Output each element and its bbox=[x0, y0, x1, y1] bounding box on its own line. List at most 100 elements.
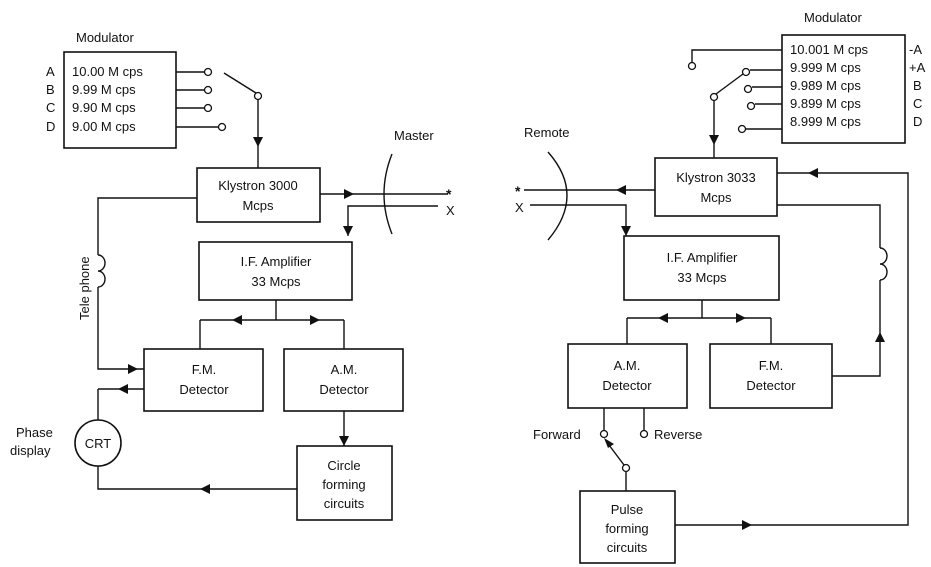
arrow-icon bbox=[253, 137, 263, 147]
master-klystron-label: Mcps bbox=[242, 198, 274, 213]
arrow-icon bbox=[343, 226, 353, 236]
telephone-coil bbox=[879, 247, 888, 281]
master-modulator-box bbox=[63, 51, 177, 149]
switch-pivot bbox=[709, 92, 719, 102]
master-fm-detector-label: Detector bbox=[179, 382, 229, 397]
selector-switch-arm bbox=[223, 72, 257, 94]
remote-modulator-box bbox=[781, 34, 906, 144]
master-antenna-dish bbox=[383, 153, 393, 235]
switch-terminal bbox=[639, 429, 649, 439]
master-if-amplifier-label: 33 Mcps bbox=[251, 274, 301, 289]
selector-switch-arm bbox=[715, 73, 744, 95]
arrow-icon bbox=[118, 384, 128, 394]
pulse-forming-label: forming bbox=[605, 521, 648, 536]
circle-forming-box bbox=[296, 445, 393, 521]
arrow-icon bbox=[200, 484, 210, 494]
remote-modulator-title: Modulator bbox=[804, 10, 862, 25]
switch-terminal bbox=[737, 124, 747, 134]
arrow-icon bbox=[621, 226, 631, 236]
remote-if-amplifier-label: I.F. Amplifier bbox=[667, 250, 738, 265]
arrow-icon bbox=[604, 438, 614, 448]
master-channel-letter: B bbox=[46, 82, 55, 97]
phase-display-label: Phase bbox=[16, 425, 53, 440]
switch-terminal bbox=[746, 101, 756, 111]
master-channel-letter: D bbox=[46, 119, 55, 134]
arrow-icon bbox=[128, 364, 138, 374]
remote-klystron-box bbox=[654, 157, 778, 217]
master-fm-detector-label: F.M. bbox=[192, 362, 217, 377]
switch-terminal bbox=[203, 103, 213, 113]
switch-pivot bbox=[253, 91, 263, 101]
switch-terminal bbox=[599, 429, 609, 439]
circle-forming-label: circuits bbox=[324, 496, 365, 511]
arrow-icon bbox=[616, 185, 626, 195]
arrow-icon bbox=[344, 189, 354, 199]
remote-channel-letter: -A bbox=[909, 42, 922, 57]
remote-channel-freq: 8.999 M cps bbox=[790, 114, 861, 129]
arrow-icon bbox=[310, 315, 320, 325]
pulse-forming-box bbox=[579, 490, 676, 564]
remote-fm-detector-label: Detector bbox=[746, 378, 796, 393]
pulse-forming-label: Pulse bbox=[611, 502, 644, 517]
arrow-icon bbox=[808, 168, 818, 178]
master-channel-letter: A bbox=[46, 64, 55, 79]
remote-antenna-dish bbox=[547, 151, 568, 241]
switch-pivot bbox=[621, 463, 631, 473]
telephone-coil bbox=[97, 254, 106, 288]
switch-terminal bbox=[217, 122, 227, 132]
remote-fm-detector-label: F.M. bbox=[759, 358, 784, 373]
x-marker: X bbox=[515, 200, 524, 215]
master-station: Modulator A B C D 10.00 M cps 9.99 M cps… bbox=[10, 30, 455, 521]
remote-channel-letter: C bbox=[913, 96, 922, 111]
master-channel-freq: 9.00 M cps bbox=[72, 119, 136, 134]
master-fm-detector-box bbox=[143, 348, 264, 412]
master-if-amplifier-label: I.F. Amplifier bbox=[241, 254, 312, 269]
master-klystron-label: Klystron 3000 bbox=[218, 178, 298, 193]
remote-if-amplifier-box bbox=[623, 235, 780, 301]
arrow-icon bbox=[709, 135, 719, 145]
remote-klystron-label: Klystron 3033 bbox=[676, 170, 756, 185]
remote-channel-freq: 9.989 M cps bbox=[790, 78, 861, 93]
master-am-detector-label: Detector bbox=[319, 382, 369, 397]
remote-am-detector-label: A.M. bbox=[614, 358, 641, 373]
crt-label: CRT bbox=[85, 436, 112, 451]
switch-terminal bbox=[743, 84, 753, 94]
remote-channel-letter: D bbox=[913, 114, 922, 129]
remote-am-detector-label: Detector bbox=[602, 378, 652, 393]
remote-fm-detector-box bbox=[709, 343, 833, 409]
remote-channel-freq: 9.999 M cps bbox=[790, 60, 861, 75]
remote-klystron-label: Mcps bbox=[700, 190, 732, 205]
x-marker: X bbox=[446, 203, 455, 218]
pulse-forming-label: circuits bbox=[607, 540, 648, 555]
telephone-label: Tele phone bbox=[77, 256, 92, 320]
forward-label: Forward bbox=[533, 427, 581, 442]
circle-forming-label: Circle bbox=[327, 458, 360, 473]
switch-terminal bbox=[741, 67, 751, 77]
arrow-icon bbox=[742, 520, 752, 530]
switch-terminal bbox=[203, 67, 213, 77]
master-channel-freq: 10.00 M cps bbox=[72, 64, 143, 79]
arrow-icon bbox=[658, 313, 668, 323]
arrow-icon bbox=[232, 315, 242, 325]
remote-channel-freq: 9.899 M cps bbox=[790, 96, 861, 111]
star-marker: * bbox=[515, 183, 521, 199]
remote-channel-freq: 10.001 M cps bbox=[790, 42, 869, 57]
master-if-amplifier-box bbox=[198, 241, 353, 301]
reverse-label: Reverse bbox=[654, 427, 702, 442]
remote-if-amplifier-label: 33 Mcps bbox=[677, 270, 727, 285]
arrow-icon bbox=[736, 313, 746, 323]
arrow-icon bbox=[339, 436, 349, 446]
remote-channel-letter: B bbox=[913, 78, 922, 93]
master-am-detector-box bbox=[283, 348, 404, 412]
master-klystron-box bbox=[196, 167, 321, 223]
remote-channel-letter: +A bbox=[909, 60, 926, 75]
master-am-detector-label: A.M. bbox=[331, 362, 358, 377]
master-channel-freq: 9.90 M cps bbox=[72, 100, 136, 115]
master-channel-freq: 9.99 M cps bbox=[72, 82, 136, 97]
switch-terminal bbox=[203, 85, 213, 95]
arrow-icon bbox=[875, 332, 885, 342]
phase-display-label: display bbox=[10, 443, 51, 458]
star-marker: * bbox=[446, 186, 452, 202]
remote-station: Modulator 10.001 M cps 9.999 M cps 9.989… bbox=[515, 10, 926, 564]
